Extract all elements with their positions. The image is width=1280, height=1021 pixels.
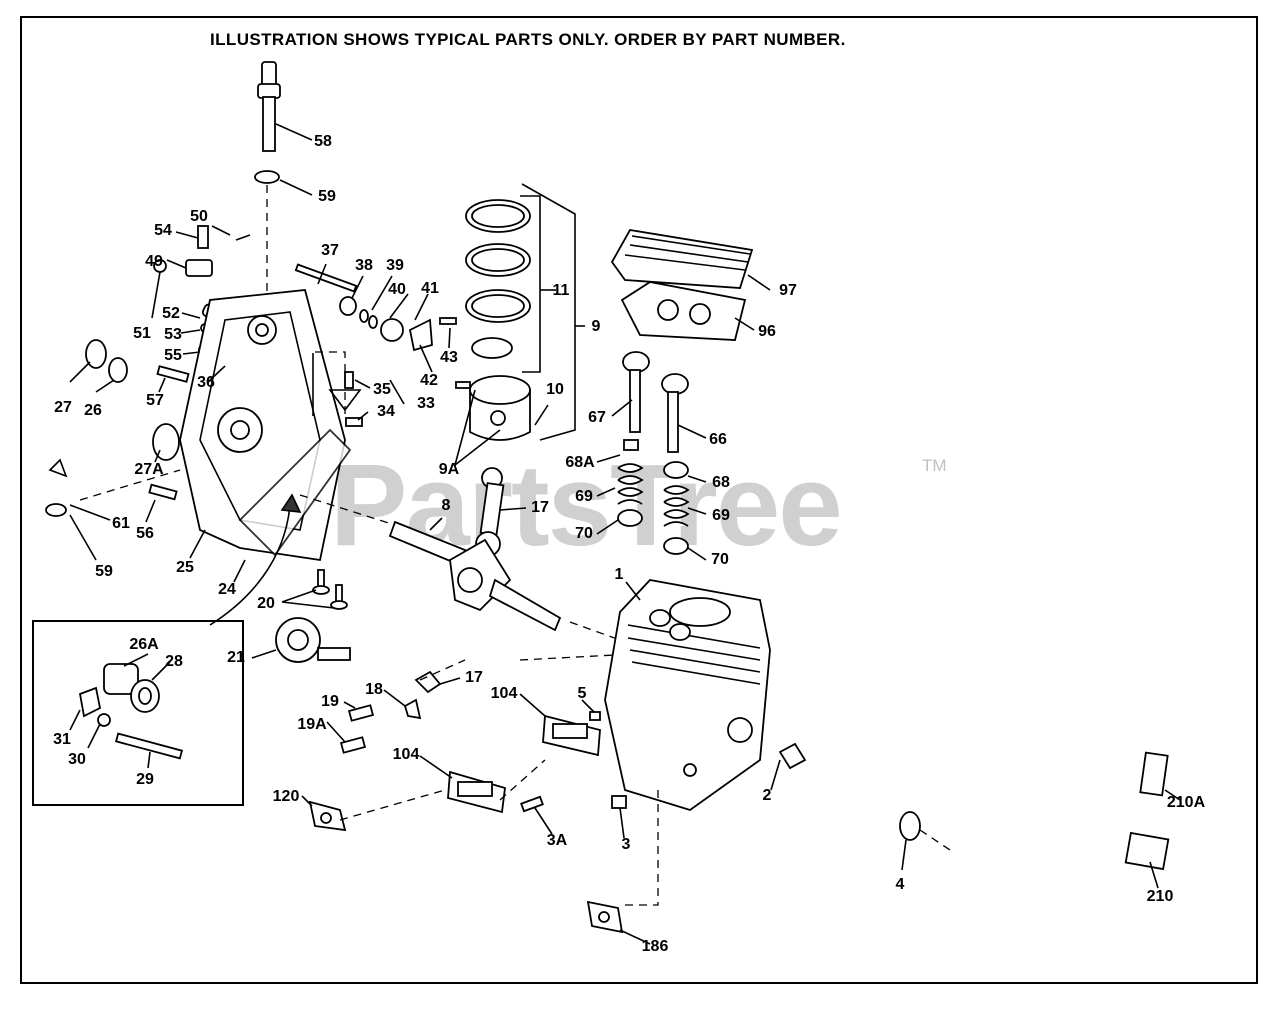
callout-19a: 19A [297, 716, 327, 733]
callout-33: 33 [417, 395, 435, 412]
callout-59b: 59 [95, 563, 113, 580]
callout-17: 17 [531, 499, 549, 516]
callout-43: 43 [440, 349, 458, 366]
crankcase-cover [179, 289, 352, 562]
dipstick [257, 61, 281, 152]
callout-3a: 3A [546, 832, 568, 849]
callout-31: 31 [53, 731, 71, 748]
callout-58: 58 [314, 133, 332, 150]
o-ring-59 [254, 170, 280, 184]
callout-18: 18 [365, 681, 383, 698]
callout-69: 69 [575, 488, 593, 505]
callout-70: 70 [575, 525, 593, 542]
callout-210a: 210A [1166, 794, 1206, 811]
cam-parts [294, 263, 457, 352]
leader-lines [69, 123, 1181, 945]
callout-97: 97 [779, 282, 797, 299]
diagram-frame [20, 16, 1258, 984]
callout-20: 20 [257, 595, 275, 612]
engine-block [604, 579, 771, 811]
callout-27: 27 [54, 399, 72, 416]
callout-68: 68 [712, 474, 730, 491]
callout-57: 57 [146, 392, 164, 409]
callout-210: 210 [1146, 888, 1174, 905]
callout-56: 56 [136, 525, 154, 542]
callout-25: 25 [176, 559, 194, 576]
callout-5: 5 [577, 685, 587, 702]
callout-67: 67 [588, 409, 606, 426]
seal-27a [152, 423, 180, 461]
callout-1: 1 [614, 566, 624, 583]
crankshaft [388, 520, 562, 632]
callout-11: 11 [552, 282, 570, 299]
callout-40: 40 [388, 281, 406, 298]
callout-21: 21 [227, 649, 245, 666]
callout-61: 61 [112, 515, 130, 532]
callout-120: 120 [272, 788, 300, 805]
callout-30: 30 [68, 751, 86, 768]
piston-assembly [455, 199, 531, 441]
callout-66: 66 [709, 431, 727, 448]
callout-37: 37 [321, 242, 339, 259]
callout-41: 41 [421, 280, 439, 297]
callout-52: 52 [162, 305, 180, 322]
callout-29: 29 [136, 771, 154, 788]
inset-box [32, 620, 244, 806]
callout-35: 35 [373, 381, 391, 398]
callout-17b: 17 [465, 669, 483, 686]
callout-70b: 70 [711, 551, 729, 568]
callout-9: 9 [591, 318, 601, 335]
callout-8: 8 [441, 497, 451, 514]
callout-34: 34 [377, 403, 395, 420]
callout-104b: 104 [392, 746, 420, 763]
callout-42: 42 [420, 372, 438, 389]
cylinder-head [610, 229, 754, 341]
callout-49: 49 [145, 253, 163, 270]
callout-54: 54 [154, 222, 172, 239]
callout-39: 39 [386, 257, 404, 274]
watermark-tm: TM [922, 456, 947, 475]
callout-2: 2 [762, 787, 772, 804]
callout-59: 59 [318, 188, 336, 205]
valves [617, 351, 690, 555]
callout-50: 50 [190, 208, 208, 225]
callout-19: 19 [321, 693, 339, 710]
callout-26a: 26A [129, 636, 159, 653]
cam-gear [275, 569, 351, 663]
callout-24: 24 [218, 581, 236, 598]
watermark: PartsTree [330, 440, 843, 570]
callout-53: 53 [164, 326, 182, 343]
inset-parts [78, 663, 184, 760]
callout-38: 38 [355, 257, 373, 274]
callout-28: 28 [165, 653, 183, 670]
connecting-rod [475, 467, 505, 557]
callout-96: 96 [758, 323, 776, 340]
callout-186: 186 [641, 938, 669, 955]
callout-104: 104 [490, 685, 518, 702]
callout-4: 4 [895, 876, 905, 893]
callout-3: 3 [621, 836, 631, 853]
callout-55: 55 [164, 347, 182, 364]
callout-36: 36 [197, 374, 215, 391]
callout-26: 26 [84, 402, 102, 419]
callout-68a: 68A [565, 454, 595, 471]
callout-69b: 69 [712, 507, 730, 524]
callout-9a: 9A [438, 461, 460, 478]
callout-51: 51 [133, 325, 151, 342]
callout-27a: 27A [134, 461, 164, 478]
callout-10: 10 [546, 381, 564, 398]
diagram-header: ILLUSTRATION SHOWS TYPICAL PARTS ONLY. O… [210, 30, 846, 49]
